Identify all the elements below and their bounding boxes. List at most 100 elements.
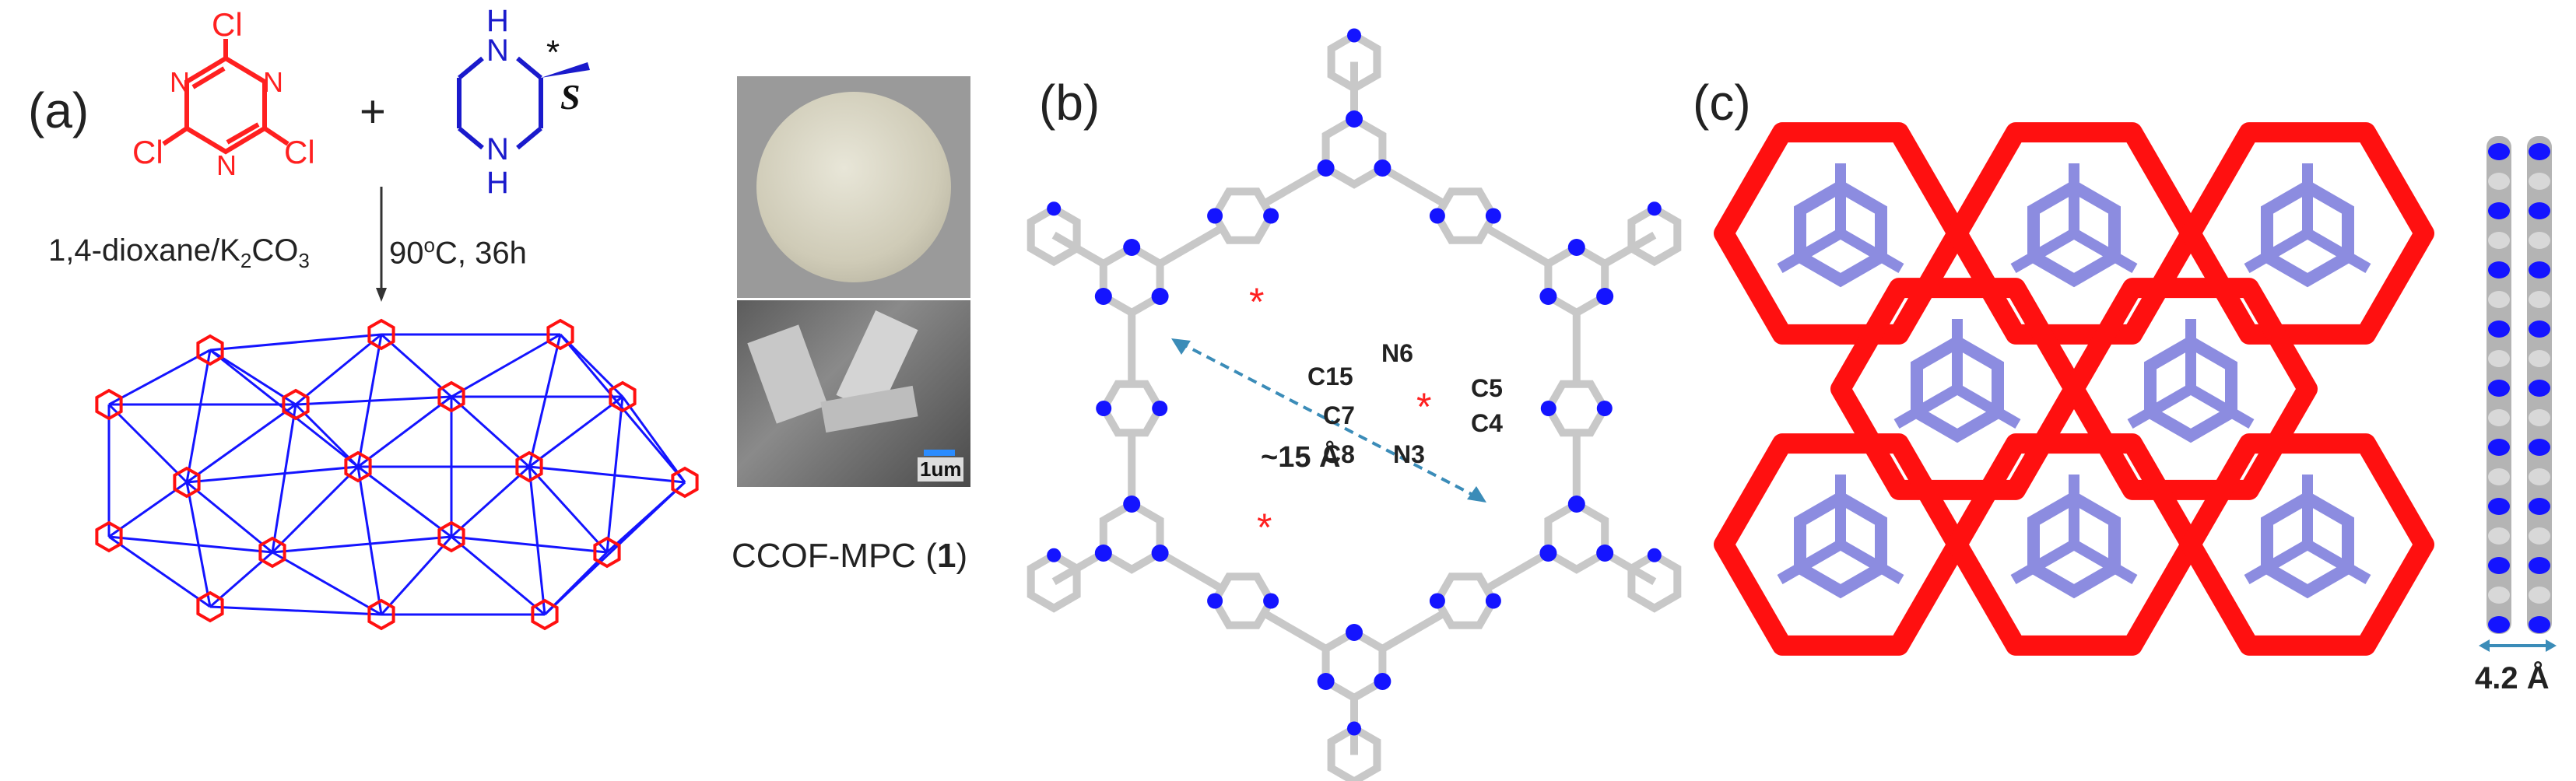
lavender-layer-arm bbox=[2071, 539, 2138, 585]
network-linker bbox=[185, 349, 212, 483]
outer-piperazine-ring bbox=[1327, 723, 1381, 781]
red-layer-hexagon bbox=[1947, 122, 2201, 345]
layer-atom bbox=[2529, 468, 2550, 485]
triazine-nitrogen-atom bbox=[1374, 159, 1392, 177]
network-triazine-node bbox=[546, 318, 574, 351]
lavender-layer-motif bbox=[2027, 179, 2121, 288]
piperazine-ring bbox=[1210, 187, 1276, 244]
lavender-layer-motif bbox=[1794, 490, 1887, 599]
lavender-layer-motif bbox=[2261, 490, 2354, 599]
outer-piperazine-ring bbox=[1627, 551, 1682, 613]
piperazine-ring bbox=[1210, 573, 1276, 629]
piperazine-nitrogen-atom bbox=[1485, 208, 1501, 224]
network-linker bbox=[209, 605, 382, 616]
hexagonal-pore-structure: ~15 Å N6 C15 C5 C7 C4 C8 N3 * * * bbox=[1027, 28, 1682, 781]
triazine-ring bbox=[1321, 114, 1387, 189]
network-linker bbox=[108, 535, 211, 608]
outer-nitrogen-atom bbox=[1047, 201, 1062, 216]
layer-atom bbox=[2488, 468, 2510, 485]
piperazine-nitrogen-atom bbox=[1540, 401, 1556, 416]
triazine-ring bbox=[1544, 243, 1609, 317]
product-name: CCOF-MPC (1) bbox=[732, 537, 968, 575]
network-linker bbox=[543, 551, 609, 616]
outer-piperazine-ring bbox=[1027, 204, 1081, 267]
triazine-nitrogen-atom bbox=[1539, 545, 1557, 562]
lavender-layer-arm bbox=[2127, 383, 2194, 429]
sem-scale-label: 1um bbox=[918, 457, 964, 482]
layer-spacing-arrow bbox=[2479, 639, 2557, 652]
atom-h-bottom: H bbox=[486, 166, 509, 200]
layer-atom bbox=[2488, 202, 2510, 219]
powder-disc bbox=[756, 92, 951, 282]
network-linker bbox=[272, 535, 452, 554]
outer-piperazine-ring bbox=[1027, 551, 1081, 613]
layer-atom bbox=[2488, 350, 2510, 367]
network-linker bbox=[621, 396, 686, 483]
layer-atom bbox=[2529, 261, 2550, 278]
triazine-nitrogen-atom bbox=[1151, 288, 1169, 305]
network-triazine-node bbox=[367, 318, 395, 351]
network-linker bbox=[451, 535, 546, 616]
network-triazine-node bbox=[593, 536, 621, 569]
lavender-layer-arm bbox=[1954, 383, 2021, 429]
triazine-ring bbox=[1321, 628, 1387, 702]
red-layer-hexagon bbox=[1714, 433, 1967, 656]
piperazine-ring bbox=[1544, 380, 1609, 437]
layer-atom bbox=[2488, 380, 2510, 397]
lavender-layer-arm bbox=[1837, 539, 1904, 585]
atom-n-2: N bbox=[263, 66, 283, 98]
layer-atom bbox=[2488, 557, 2510, 574]
layer-atom bbox=[2529, 587, 2550, 604]
pore-distance-label: ~15 Å bbox=[1261, 440, 1340, 474]
triazine-nitrogen-atom bbox=[1094, 288, 1112, 305]
stereo-mark-1: * bbox=[1249, 280, 1264, 324]
layer-atom bbox=[2529, 143, 2550, 160]
network-linker bbox=[209, 333, 382, 352]
lavender-layer-arm bbox=[2010, 539, 2077, 585]
lavender-layer-motif bbox=[2144, 334, 2237, 443]
triazine-nitrogen-atom bbox=[1317, 673, 1335, 690]
layer-atom bbox=[2529, 616, 2550, 633]
network-triazine-node bbox=[196, 334, 224, 366]
layer-atom bbox=[2529, 350, 2550, 367]
outer-nitrogen-atom bbox=[1347, 28, 1361, 43]
network-linker bbox=[450, 395, 531, 468]
layer-atom bbox=[2529, 409, 2550, 426]
triazine-nitrogen-atom bbox=[1567, 239, 1585, 256]
sem-crystal-3 bbox=[820, 385, 918, 433]
layer-atom bbox=[2488, 409, 2510, 426]
network-triazine-node bbox=[95, 520, 123, 553]
reaction-arrow bbox=[376, 187, 387, 302]
network-linker bbox=[186, 465, 359, 484]
layer-atom bbox=[2529, 202, 2550, 219]
network-linker bbox=[356, 466, 383, 615]
piperazine-ring bbox=[1099, 380, 1164, 437]
powder-photo bbox=[735, 74, 973, 300]
reaction-conditions-right: 90oC, 36h bbox=[389, 233, 527, 271]
layer-stack-side-view bbox=[2487, 136, 2552, 634]
sem-crystal-1 bbox=[747, 324, 828, 424]
atom-n-bottom: N bbox=[486, 132, 509, 166]
reaction-conditions-left: 1,4-dioxane/K2CO3 bbox=[48, 233, 310, 272]
atom-label-c15: C15 bbox=[1307, 362, 1353, 390]
network-triazine-node bbox=[258, 536, 286, 569]
red-layer-hexagon bbox=[1830, 278, 2084, 500]
piperazine-ring bbox=[1433, 187, 1498, 244]
stereo-mark-3: * bbox=[1257, 506, 1272, 549]
stereo-s-label: S bbox=[560, 77, 581, 117]
lavender-layer-arm bbox=[2071, 228, 2138, 274]
lavender-layer-arm bbox=[1777, 539, 1844, 585]
piperazine-nitrogen-atom bbox=[1096, 401, 1112, 416]
triazine-nitrogen-atom bbox=[1123, 496, 1141, 513]
atom-label-c4: C4 bbox=[1471, 409, 1503, 437]
panel-c-label: (c) bbox=[1693, 75, 1751, 131]
network-linker bbox=[107, 403, 188, 484]
piperazine-nitrogen-atom bbox=[1429, 208, 1445, 224]
piperazine-nitrogen-atom bbox=[1263, 208, 1279, 224]
atom-cl-top: Cl bbox=[212, 6, 243, 43]
piperazine-ring bbox=[1433, 573, 1498, 629]
layer-atom bbox=[2488, 439, 2510, 456]
triazine-ring bbox=[1099, 499, 1164, 574]
sem-scale-bar bbox=[924, 450, 955, 456]
triazine-nitrogen-atom bbox=[1596, 288, 1614, 305]
